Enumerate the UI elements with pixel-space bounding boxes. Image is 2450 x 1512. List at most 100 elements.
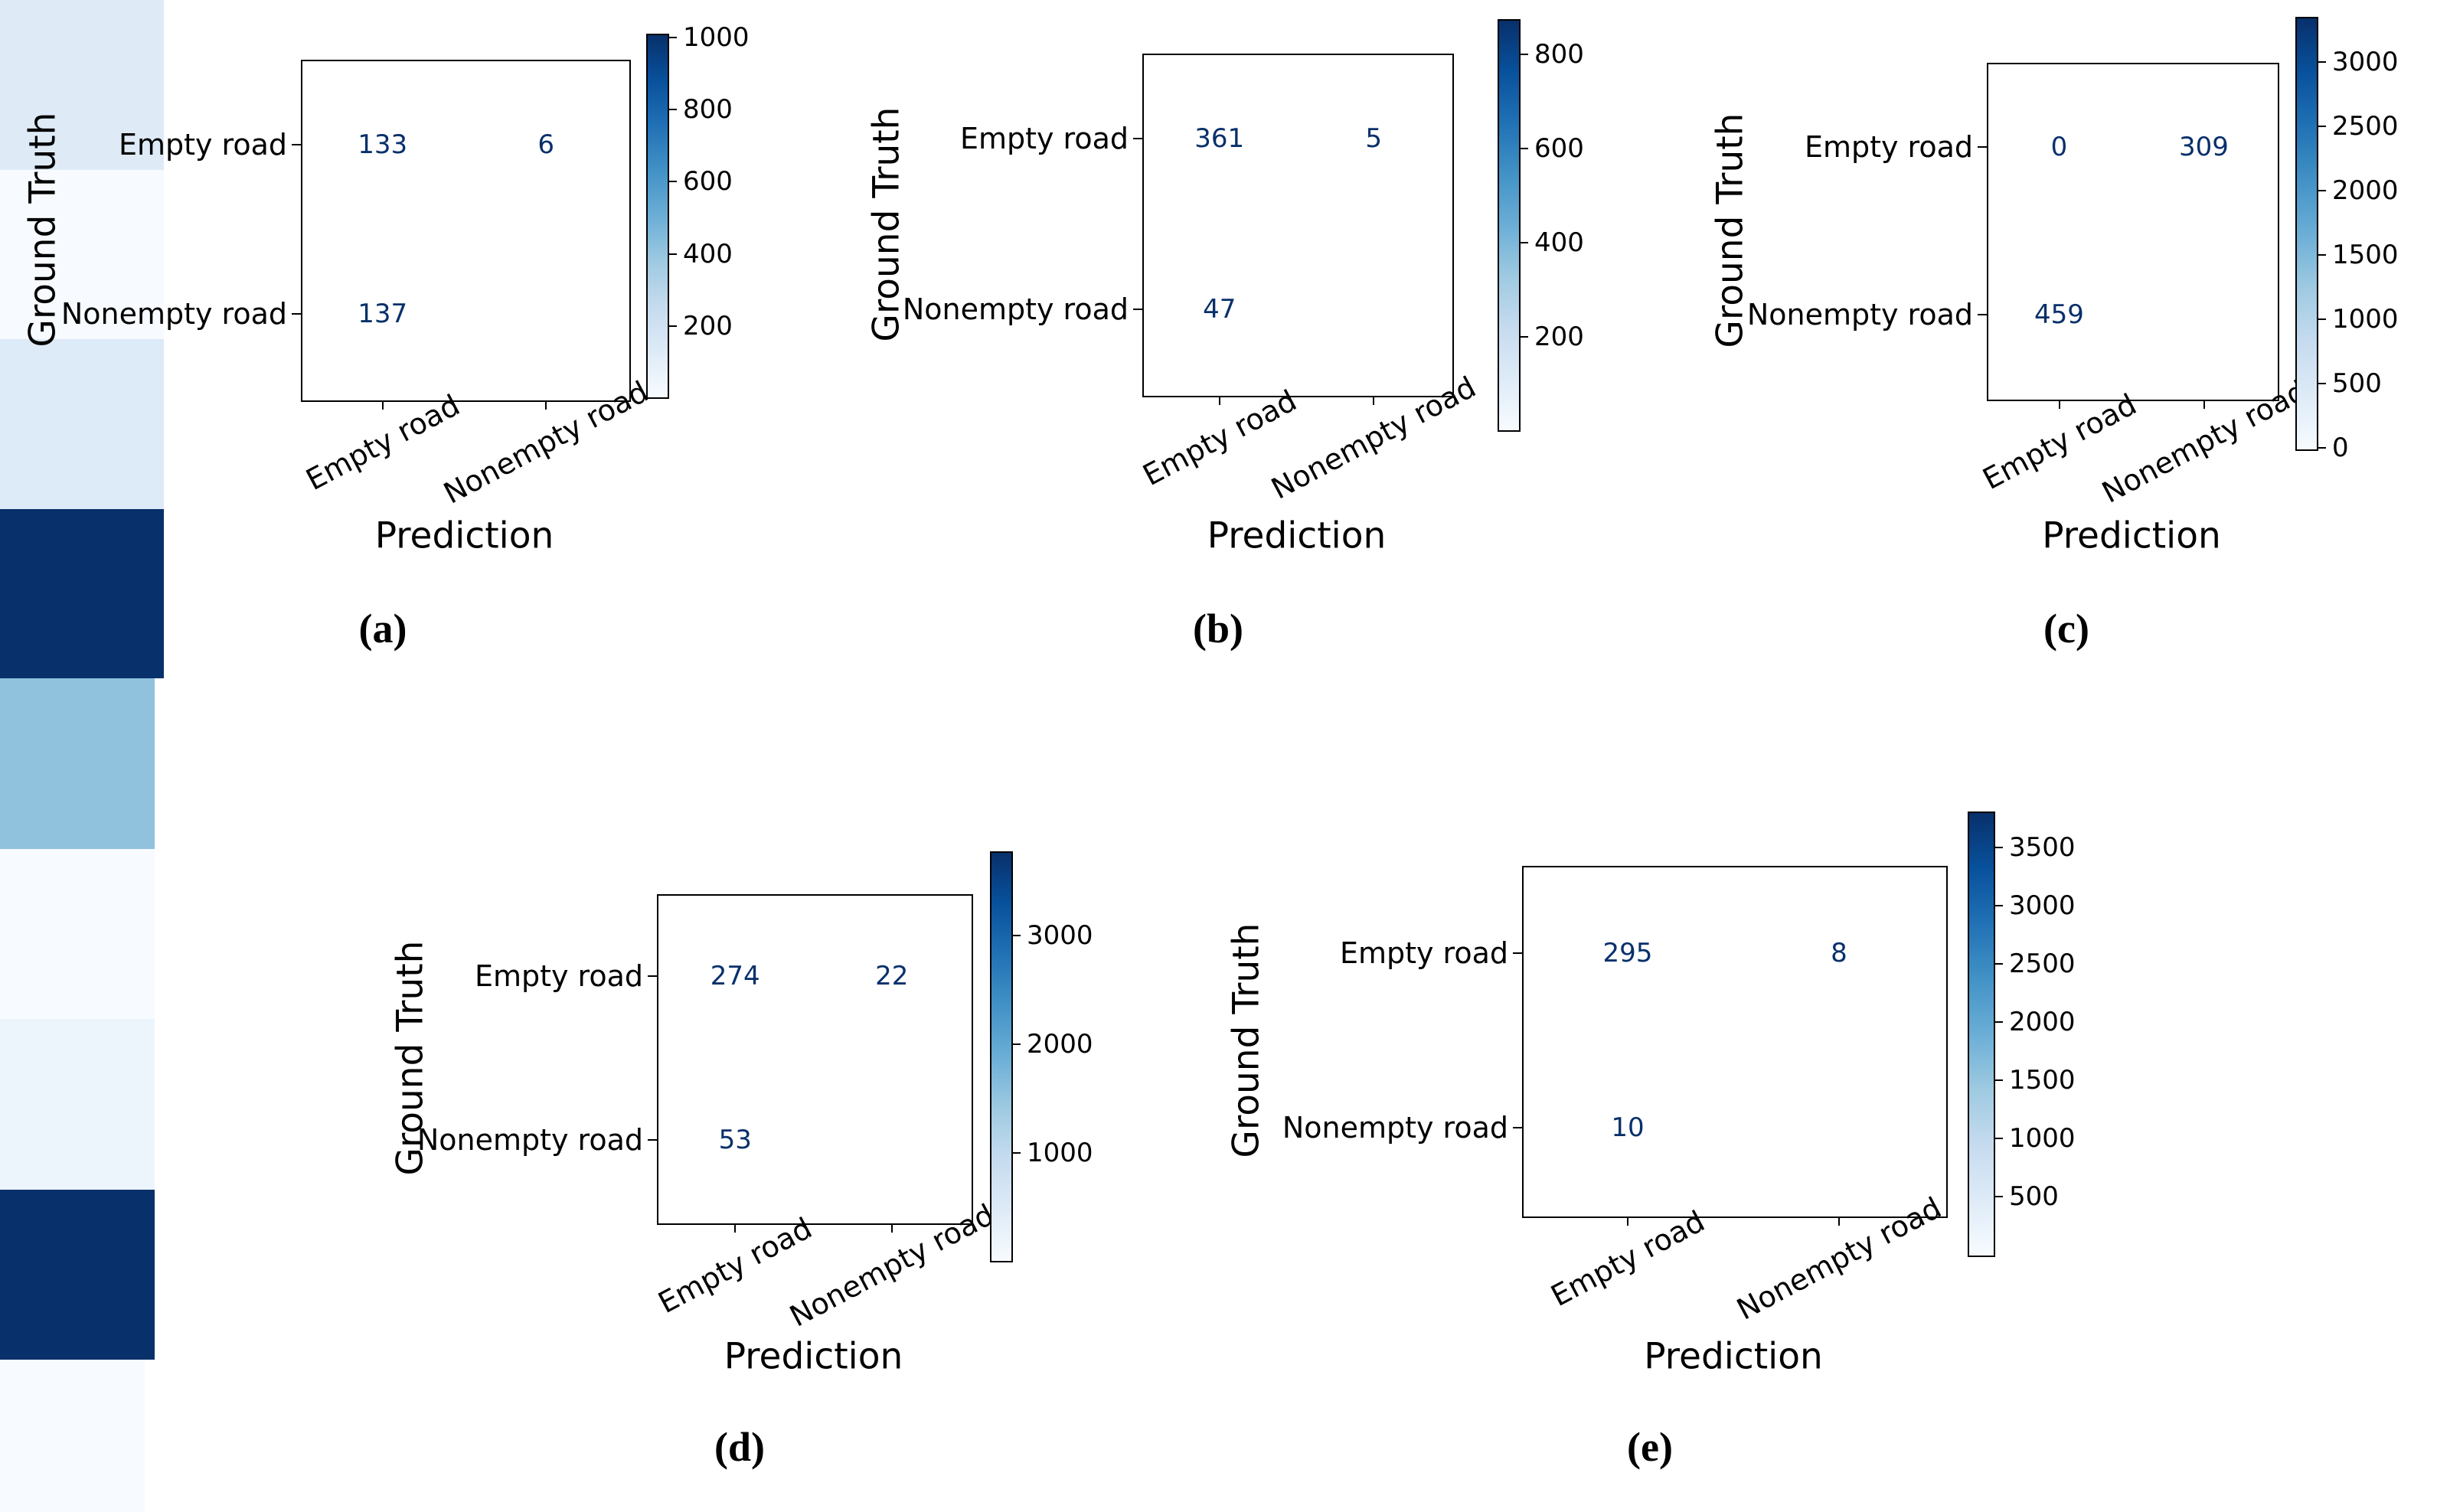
colorbar-e <box>1968 812 1995 1257</box>
cell-value-a-00: 133 <box>358 129 408 160</box>
y-axis-label-b: Ground Truth <box>865 106 908 341</box>
colorbar-tick <box>668 253 677 255</box>
y-tick <box>1133 308 1142 310</box>
colorbar-tick <box>1994 1079 2003 1081</box>
colorbar-tick <box>668 181 677 183</box>
colorbar-tick <box>2317 447 2326 449</box>
colorbar-tick-label-c-3000: 3000 <box>2332 46 2399 77</box>
cell-value-b-01: 5 <box>1365 123 1383 155</box>
y-tick-label-a-1: Nonempty road <box>60 297 287 331</box>
cell-value-a-11: 1011 <box>512 299 580 330</box>
colorbar-tick-label-e-500: 500 <box>2009 1181 2059 1213</box>
colorbar-tick <box>1011 934 1021 936</box>
matrix-cell-b-10 <box>0 1019 155 1190</box>
colorbar-tick-label-b-800: 800 <box>1534 38 1584 70</box>
colorbar-tick <box>1011 1151 1021 1154</box>
y-tick <box>292 313 301 315</box>
colorbar-tick-label-a-800: 800 <box>683 94 733 126</box>
y-tick-label-b-1: Nonempty road <box>902 292 1129 326</box>
subplot-caption-d: (d) <box>714 1424 765 1470</box>
colorbar-tick <box>668 109 677 111</box>
y-tick <box>292 143 301 145</box>
y-tick-label-e-1: Nonempty road <box>1282 1111 1508 1145</box>
colorbar-tick-label-a-400: 400 <box>683 238 733 269</box>
y-tick-label-c-0: Empty road <box>1804 129 1973 164</box>
x-tick <box>1838 1216 1840 1226</box>
cell-value-c-11: 3351 <box>2171 299 2237 330</box>
matrix-cell-a-00 <box>0 0 164 170</box>
colorbar-tick-label-e-2500: 2500 <box>2009 948 2076 979</box>
colorbar-tick-label-c-0: 0 <box>2332 433 2349 463</box>
colorbar-tick <box>1519 335 1528 338</box>
y-axis-label-d: Ground Truth <box>389 940 432 1176</box>
colorbar-tick-label-e-1500: 1500 <box>2009 1064 2076 1096</box>
colorbar-tick <box>2317 60 2326 63</box>
subplot-caption-a: (a) <box>358 606 407 651</box>
colorbar-tick <box>668 325 677 327</box>
y-tick <box>648 1139 657 1141</box>
x-tick <box>2203 400 2205 409</box>
x-tick <box>1218 396 1220 405</box>
colorbar-tick <box>2317 253 2326 256</box>
colorbar-tick-label-d-3000: 3000 <box>1027 919 1093 951</box>
matrix-cell-b-00 <box>0 678 155 849</box>
x-axis-label-b: Prediction <box>1207 514 1387 557</box>
colorbar-tick <box>1519 53 1528 55</box>
confusion-matrix-a <box>301 60 631 402</box>
colorbar-tick-label-d-2000: 2000 <box>1027 1028 1093 1060</box>
colorbar-tick <box>2317 318 2326 320</box>
colorbar-tick-label-e-3000: 3000 <box>2009 890 2076 921</box>
y-tick-label-c-1: Nonempty road <box>1746 297 1973 331</box>
x-tick <box>1627 1216 1628 1226</box>
x-axis-label-a: Prediction <box>374 514 554 557</box>
matrix-cell-a-01 <box>0 169 164 339</box>
x-tick <box>2058 400 2060 409</box>
colorbar-tick <box>1994 1196 2003 1198</box>
colorbar-tick <box>2317 125 2326 127</box>
colorbar-tick <box>668 37 677 39</box>
subplot-caption-e: (e) <box>1627 1424 1673 1470</box>
colorbar-tick <box>1994 962 2003 965</box>
cell-value-c-00: 0 <box>2050 131 2068 162</box>
confusion-matrix-d <box>657 894 973 1225</box>
colorbar-tick-label-c-2500: 2500 <box>2332 110 2399 142</box>
colorbar-tick-label-e-3500: 3500 <box>2009 831 2076 863</box>
cell-value-e-00: 295 <box>1602 938 1653 968</box>
colorbar-a <box>646 34 669 399</box>
subplot-caption-b: (b) <box>1193 606 1243 651</box>
colorbar-tick-label-e-1000: 1000 <box>2009 1123 2076 1154</box>
subplot-caption-c: (c) <box>2043 606 2089 651</box>
colorbar-tick-label-c-500: 500 <box>2332 367 2382 399</box>
colorbar-tick-label-a-200: 200 <box>683 310 733 341</box>
x-tick <box>890 1223 893 1233</box>
colorbar-tick-label-b-600: 600 <box>1534 132 1584 164</box>
confusion-matrix-c <box>1987 63 2279 401</box>
colorbar-tick-label-a-600: 600 <box>683 166 733 198</box>
colorbar-tick <box>1994 904 2003 906</box>
cell-value-b-10: 47 <box>1203 293 1236 325</box>
y-tick <box>648 975 657 977</box>
matrix-cell-b-11 <box>0 1189 155 1360</box>
confusion-matrix-b <box>1142 54 1454 397</box>
confusion-matrix-e <box>1522 866 1948 1218</box>
x-axis-label-d: Prediction <box>724 1335 903 1378</box>
colorbar-b <box>1498 19 1521 432</box>
cell-value-e-11: 3806 <box>1805 1112 1873 1143</box>
colorbar-tick-label-a-1000: 1000 <box>683 22 750 54</box>
cell-value-a-01: 6 <box>537 129 555 160</box>
matrix-cell-b-01 <box>0 848 155 1019</box>
cell-value-c-01: 309 <box>2179 131 2229 162</box>
y-tick <box>1978 145 1987 148</box>
colorbar-tick <box>1519 147 1528 149</box>
colorbar-tick-label-c-2000: 2000 <box>2332 175 2399 206</box>
y-tick-label-d-1: Nonempty road <box>416 1123 643 1157</box>
y-tick <box>1513 952 1522 954</box>
colorbar-tick-label-d-1000: 1000 <box>1027 1137 1093 1168</box>
x-tick <box>734 1223 737 1233</box>
colorbar-d <box>990 851 1013 1262</box>
cell-value-b-11: 874 <box>1348 293 1399 325</box>
matrix-cell-c-00 <box>0 1360 145 1512</box>
cell-value-d-00: 274 <box>710 961 760 991</box>
x-tick <box>545 400 547 410</box>
